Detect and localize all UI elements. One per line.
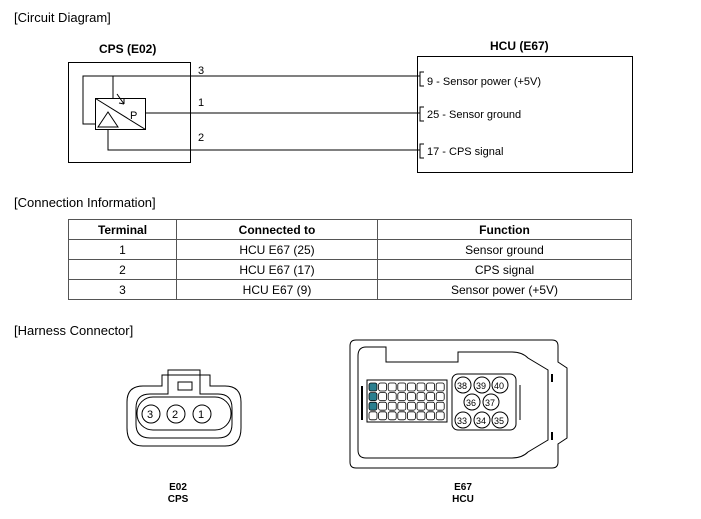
e67-small-pin — [426, 411, 436, 421]
e02-pin: 2 — [172, 409, 178, 421]
e67-small-pin — [397, 411, 407, 421]
e67-small-pin — [426, 392, 436, 402]
e67-small-pin — [406, 392, 416, 402]
e67-small-pin — [426, 382, 436, 392]
e67-caption: E67 HCU — [433, 482, 493, 506]
e67-small-pin — [406, 382, 416, 392]
connection-information-heading: [Connection Information] — [14, 195, 156, 210]
circuit-diagram-heading: [Circuit Diagram] — [14, 10, 111, 25]
pressure-sensor-icon — [95, 93, 146, 130]
e67-small-pin — [416, 411, 426, 421]
e67-small-pin — [368, 382, 378, 392]
e67-pin: 39 — [476, 381, 486, 391]
hcu-pin-label: 25 - Sensor ground — [427, 109, 521, 121]
wire-pin-number: 1 — [198, 97, 204, 109]
e67-small-pin-grid — [368, 382, 445, 421]
e67-small-pin — [397, 392, 407, 402]
table-cell: 1 — [68, 239, 177, 260]
e67-small-pin — [435, 401, 445, 411]
e02-name: CPS — [167, 494, 189, 505]
table-row: 1 HCU E67 (25) Sensor ground — [68, 239, 632, 260]
cps-title: CPS (E02) — [99, 42, 156, 56]
e67-small-pin — [378, 411, 388, 421]
e67-small-pin — [397, 401, 407, 411]
e67-large-pins — [454, 376, 509, 429]
e67-small-pin — [416, 382, 426, 392]
e02-pin: 1 — [198, 409, 204, 421]
e67-small-pin — [406, 411, 416, 421]
e67-small-pin — [406, 401, 416, 411]
hcu-pin-bracket-9 — [419, 71, 424, 87]
table-header-row: Terminal Connected to Function — [68, 219, 632, 240]
e67-pin: 34 — [476, 416, 486, 426]
table-cell: HCU E67 (17) — [176, 259, 378, 280]
e67-small-pin — [387, 382, 397, 392]
e67-pin: 33 — [457, 416, 467, 426]
e67-pin: 40 — [494, 381, 504, 391]
connection-table: Terminal Connected to Function 1 HCU E67… — [68, 219, 632, 300]
e67-pin: 38 — [457, 381, 467, 391]
e67-pin: 37 — [485, 398, 495, 408]
harness-wires — [190, 71, 424, 159]
e67-small-pin — [378, 382, 388, 392]
e02-connector — [126, 369, 242, 447]
table-cell: Sensor ground — [377, 239, 632, 260]
table-row: 3 HCU E67 (9) Sensor power (+5V) — [68, 279, 632, 300]
e02-caption: E02 CPS — [148, 482, 208, 506]
e67-connector — [349, 339, 568, 469]
e67-small-pin — [426, 401, 436, 411]
e67-small-pin — [368, 401, 378, 411]
column-header: Connected to — [176, 219, 378, 240]
e67-small-pin — [387, 401, 397, 411]
hcu-box — [417, 56, 633, 173]
e67-small-pin — [416, 401, 426, 411]
hcu-title: HCU (E67) — [490, 39, 549, 53]
hcu-pin-label: 17 - CPS signal — [427, 146, 503, 158]
column-header: Terminal — [68, 219, 177, 240]
hcu-pin-bracket-25 — [419, 106, 424, 122]
e67-small-pin — [387, 392, 397, 402]
table-cell: 2 — [68, 259, 177, 280]
table-cell: 3 — [68, 279, 177, 300]
e67-small-pin — [387, 411, 397, 421]
sensor-internal-wiring — [82, 75, 190, 151]
e67-pin: 36 — [466, 398, 476, 408]
hcu-pin-label: 9 - Sensor power (+5V) — [427, 76, 541, 88]
wire-pin-number: 3 — [198, 65, 204, 77]
e67-name: HCU — [452, 494, 474, 505]
table-row: 2 HCU E67 (17) CPS signal — [68, 259, 632, 280]
table-cell: HCU E67 (9) — [176, 279, 378, 300]
harness-connector-heading: [Harness Connector] — [14, 323, 134, 338]
e67-small-pin — [378, 401, 388, 411]
e02-pin: 3 — [147, 409, 153, 421]
e67-small-pin — [435, 392, 445, 402]
hcu-pin-bracket-17 — [419, 143, 424, 159]
e67-small-pin — [397, 382, 407, 392]
e67-small-pin — [435, 411, 445, 421]
sensor-symbol-label: P — [130, 110, 137, 122]
table-cell: Sensor power (+5V) — [377, 279, 632, 300]
e67-small-pin — [435, 382, 445, 392]
e67-small-pin — [416, 392, 426, 402]
e02-code: E02 — [169, 482, 187, 493]
table-cell: HCU E67 (25) — [176, 239, 378, 260]
e67-small-pin — [368, 392, 378, 402]
e67-pin: 35 — [494, 416, 504, 426]
table-cell: CPS signal — [377, 259, 632, 280]
e67-code: E67 — [454, 482, 472, 493]
e67-small-pin — [378, 392, 388, 402]
column-header: Function — [377, 219, 632, 240]
wire-pin-number: 2 — [198, 132, 204, 144]
e67-small-pin — [368, 411, 378, 421]
